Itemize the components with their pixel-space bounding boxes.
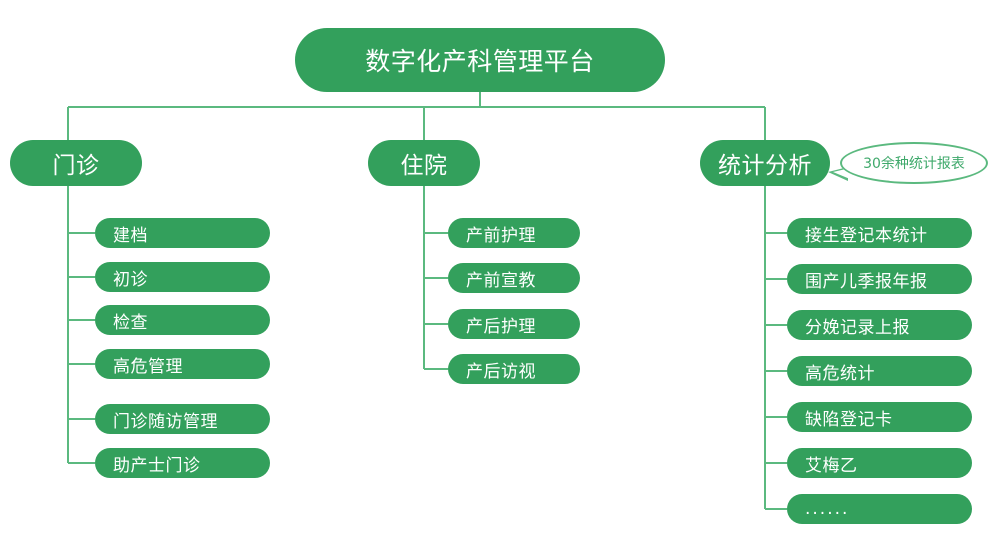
leaf-node[interactable]: 围产儿季报年报 (787, 264, 972, 294)
leaf-node[interactable]: 接生登记本统计 (787, 218, 972, 248)
leaf-node[interactable]: 高危统计 (787, 356, 972, 386)
leaf-node[interactable]: 建档 (95, 218, 270, 248)
leaf-node[interactable]: 产前护理 (448, 218, 580, 248)
stats-callout-bubble: 30余种统计报表 (840, 142, 988, 184)
branch-node-outpatient[interactable]: 门诊 (10, 140, 142, 186)
leaf-node[interactable]: 艾梅乙 (787, 448, 972, 478)
leaf-node[interactable]: 产后护理 (448, 309, 580, 339)
leaf-node[interactable]: 缺陷登记卡 (787, 402, 972, 432)
leaf-node[interactable]: 高危管理 (95, 349, 270, 379)
leaf-node[interactable]: ...... (787, 494, 972, 524)
leaf-node[interactable]: 检查 (95, 305, 270, 335)
leaf-node[interactable]: 产后访视 (448, 354, 580, 384)
leaf-node[interactable]: 初诊 (95, 262, 270, 292)
leaf-node[interactable]: 助产士门诊 (95, 448, 270, 478)
leaf-node[interactable]: 分娩记录上报 (787, 310, 972, 340)
branch-node-stats[interactable]: 统计分析 (700, 140, 830, 186)
leaf-node[interactable]: 产前宣教 (448, 263, 580, 293)
branch-node-inpatient[interactable]: 住院 (368, 140, 480, 186)
root-node[interactable]: 数字化产科管理平台 (295, 28, 665, 92)
callout-tail-inner-icon (833, 168, 850, 179)
leaf-node[interactable]: 门诊随访管理 (95, 404, 270, 434)
